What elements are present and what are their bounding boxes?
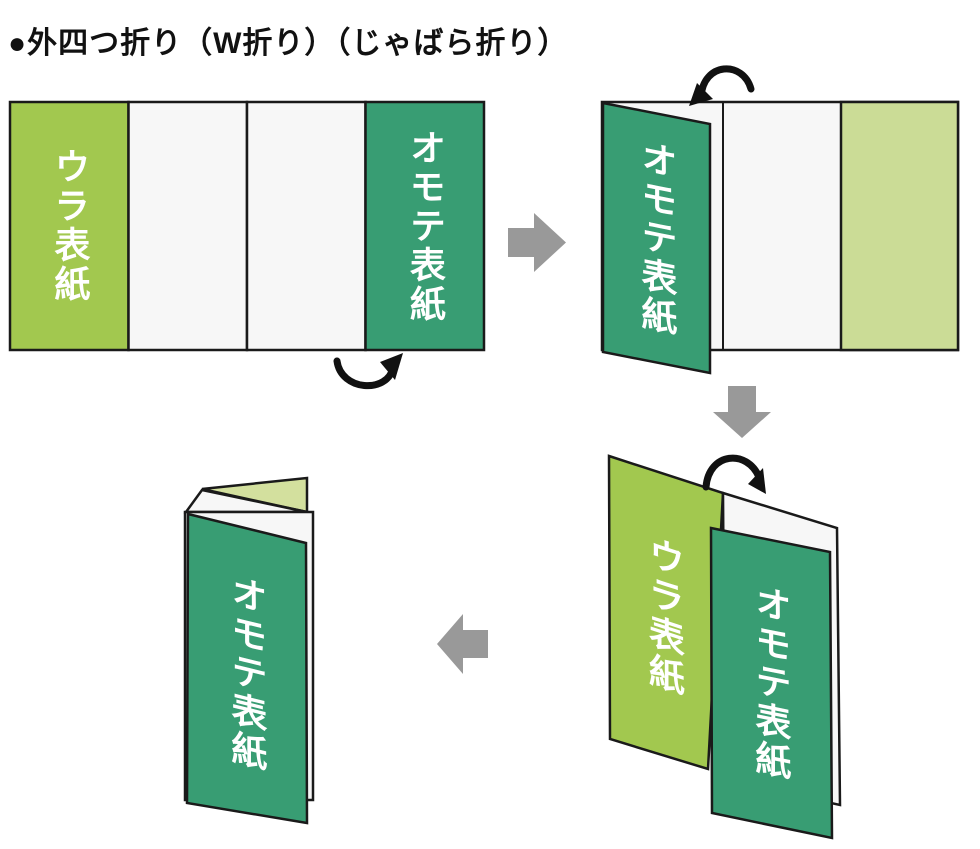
stage3-fold-arrow-icon [702,454,763,491]
stage2-back-cover-reverse-panel [839,100,960,352]
page-title: ●外四つ折り（W折り）（じゃばら折り） [8,27,569,60]
stage1-unfolded-sheet [8,100,486,390]
stage2-front-cover-panel [601,101,712,375]
stage1-inner-panel-1 [127,100,249,352]
step-arrow-right-icon [508,213,566,272]
stage1-fold-arrowhead-icon [380,353,403,380]
stage2-fold-arrowhead-icon [689,83,713,106]
stage3-second-fold [607,454,842,840]
stage1-fold-arrow-icon [333,357,397,390]
step-arrow-left-icon [437,614,488,674]
stage4-front-cover-panel [185,512,309,825]
stage1-front-cover-panel [364,100,486,352]
stage4-finished-fold [183,476,315,825]
stage3-back-cover-panel [607,454,725,771]
stage3-front-cover-panel [709,526,834,840]
step-arrow-down-icon [713,386,771,438]
stage3-fold-arrowhead-icon [748,468,766,494]
stage2-first-fold [600,65,960,375]
stage2-fold-arrow-icon [697,65,755,101]
stage1-back-cover-panel [8,100,130,352]
stage1-inner-panel-2 [245,100,367,352]
